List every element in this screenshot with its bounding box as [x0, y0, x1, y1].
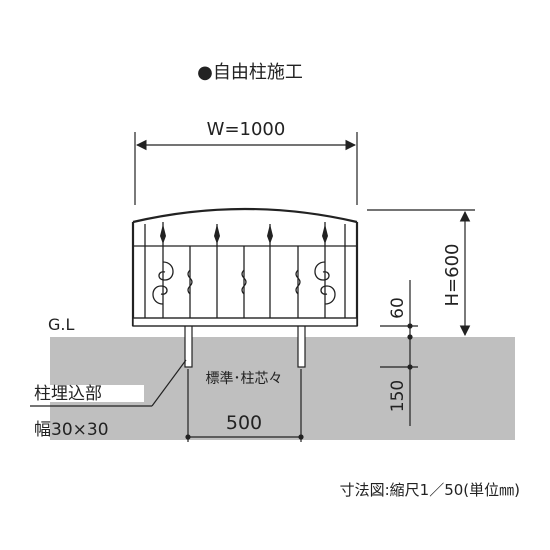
spear-finial — [160, 224, 166, 244]
width-dimension: W=1000 — [134, 119, 358, 205]
fence-scroll-ornament-right — [314, 261, 336, 305]
spear-finial — [267, 224, 273, 244]
embedded-post-right — [297, 324, 306, 368]
fence-scroll-ornament-left — [152, 261, 174, 305]
depth-marker — [407, 364, 413, 370]
spear-finial — [322, 224, 328, 244]
embed-label-line1: 柱埋込部 — [34, 384, 102, 404]
fence-panel — [131, 207, 359, 327]
embed-label-bg — [30, 385, 144, 402]
spear-finial — [214, 224, 220, 244]
depth-dimension: 60 150 — [380, 280, 418, 426]
spacing-marker-left — [185, 434, 191, 440]
diagram-title: ●自由柱施工 — [197, 62, 303, 83]
scroll-ornament — [158, 261, 174, 281]
fence-twist-ornaments — [187, 269, 301, 295]
post-spacing-dimension: 標準･柱芯々 500 — [185, 369, 304, 442]
fence-spear-finials — [160, 224, 328, 244]
height-label: H=600 — [442, 244, 463, 307]
scroll-ornament — [320, 285, 336, 305]
depth-marker — [407, 334, 413, 340]
scroll-ornament — [314, 261, 330, 281]
scale-note: 寸法図:縮尺1／50(単位㎜) — [340, 481, 520, 499]
fence-top-rail-arc — [132, 207, 358, 224]
below-ground-label: 150 — [388, 380, 408, 412]
post-spacing-value: 500 — [226, 412, 262, 434]
width-label: W=1000 — [207, 119, 286, 140]
spacing-marker-right — [298, 434, 304, 440]
scroll-ornament — [152, 285, 168, 305]
depth-marker — [407, 323, 413, 329]
above-ground-label: 60 — [388, 297, 408, 319]
embed-label-line2: 幅30×30 — [34, 420, 109, 440]
twist-ornament — [241, 269, 247, 295]
twist-ornament — [295, 269, 301, 295]
embed-callout: 柱埋込部 幅30×30 — [30, 359, 187, 440]
embed-leader-line — [151, 359, 187, 407]
twist-ornament — [187, 269, 193, 295]
post-spacing-note: 標準･柱芯々 — [206, 371, 283, 387]
fence-bottom-rail — [132, 317, 358, 327]
height-dimension: H=600 — [367, 209, 475, 337]
ground-level-label: G.L — [48, 315, 74, 334]
depth-markers — [407, 323, 413, 370]
